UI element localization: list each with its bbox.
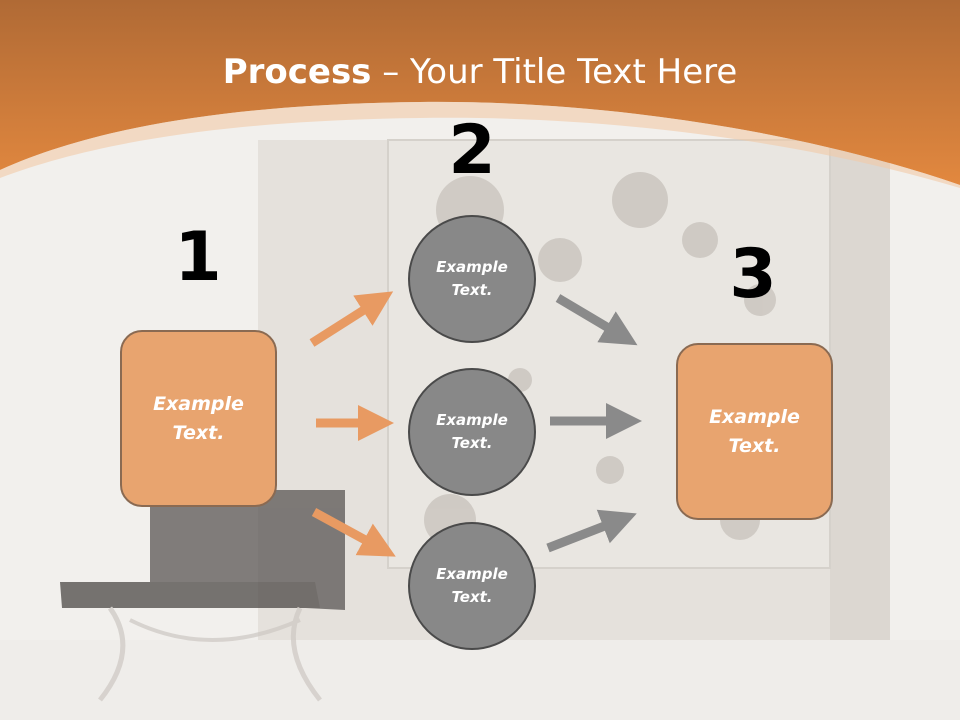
label-line: Example bbox=[436, 563, 508, 586]
arrow-1-to-circle-bottom bbox=[314, 512, 380, 548]
label-line: Text. bbox=[153, 419, 244, 448]
label-line: Text. bbox=[709, 432, 800, 461]
step-number-2: 2 bbox=[432, 117, 512, 185]
label-line: Example bbox=[436, 409, 508, 432]
label-line: Text. bbox=[436, 586, 508, 609]
arrow-circle-top-to-3 bbox=[558, 298, 622, 336]
label-line: Example bbox=[153, 390, 244, 419]
label-line: Example bbox=[436, 256, 508, 279]
step-number-1: 1 bbox=[158, 224, 238, 292]
label-line: Text. bbox=[436, 279, 508, 302]
step-number-3: 3 bbox=[713, 241, 793, 309]
label-line: Example bbox=[709, 403, 800, 432]
arrow-1-to-circle-top bbox=[312, 301, 378, 343]
label-line: Text. bbox=[436, 432, 508, 455]
arrow-circle-bottom-to-3 bbox=[548, 520, 620, 548]
